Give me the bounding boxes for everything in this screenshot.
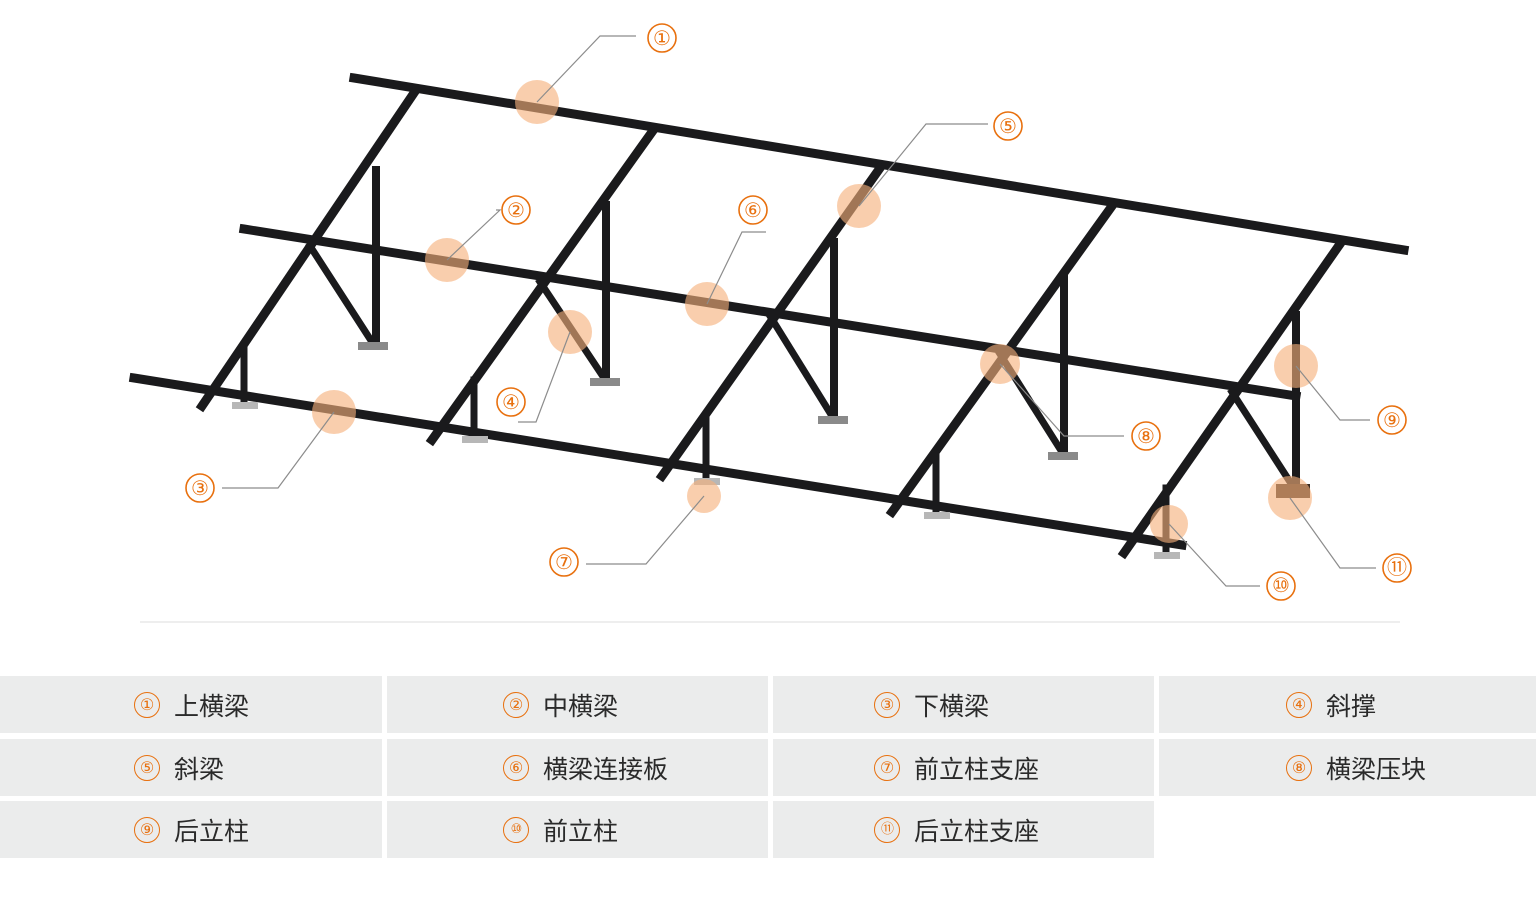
- legend-number: ④: [1286, 691, 1312, 718]
- callout-labels: ① ② ③ ④ ⑤ ⑥ ⑦ ⑧ ⑨ ⑩ ⑪: [191, 26, 1407, 597]
- callout-2: ②: [507, 198, 525, 222]
- legend-label: 后立柱支座: [914, 816, 1040, 846]
- legend-number: ⑤: [134, 754, 160, 781]
- parts-legend: ① 上横梁 ② 中横梁 ③ 下横梁 ④ 斜撑 ⑤ 斜梁 ⑥ 横梁连接板 ⑦ 前立…: [0, 676, 1536, 859]
- legend-item-diagonal-brace: ④ 斜撑: [1159, 676, 1536, 733]
- callout-11: ⑪: [1387, 555, 1407, 579]
- legend-label: 斜撑: [1326, 691, 1377, 721]
- legend-item-front-column: ⑩ 前立柱: [387, 801, 768, 858]
- legend-number: ⑨: [134, 816, 160, 843]
- legend-item-middle-beam: ② 中横梁: [387, 676, 768, 733]
- legend-number: ②: [503, 691, 529, 718]
- callout-6: ⑥: [744, 198, 762, 222]
- callout-1: ①: [653, 26, 671, 50]
- legend-item-beam-connector: ⑥ 横梁连接板: [387, 739, 768, 796]
- legend-item-beam-clamp: ⑧ 横梁压块: [1159, 739, 1536, 796]
- callout-8: ⑧: [1137, 424, 1155, 448]
- callout-3: ③: [191, 476, 209, 500]
- legend-item-rear-column: ⑨ 后立柱: [0, 801, 382, 858]
- callouts: [185, 23, 1412, 601]
- callout-4: ④: [502, 390, 520, 414]
- legend-number: ⑩: [503, 816, 529, 843]
- legend-number: ⑧: [1286, 754, 1312, 781]
- legend-number: ⑦: [874, 754, 900, 781]
- legend-label: 上横梁: [174, 691, 250, 721]
- legend-label: 横梁压块: [1326, 754, 1427, 784]
- rear-columns: [372, 166, 1300, 489]
- legend-label: 后立柱: [174, 816, 250, 846]
- legend-label: 斜梁: [174, 754, 225, 784]
- legend-number: ③: [874, 691, 900, 718]
- legend-item-upper-beam: ① 上横梁: [0, 676, 382, 733]
- legend-item-rear-column-base: ⑪ 后立柱支座: [773, 801, 1154, 858]
- legend-label: 下横梁: [914, 691, 990, 721]
- legend-number: ⑪: [874, 816, 900, 843]
- callout-7: ⑦: [555, 550, 573, 574]
- callout-5: ⑤: [999, 114, 1017, 138]
- legend-label: 前立柱支座: [914, 754, 1040, 784]
- legend-item-front-column-base: ⑦ 前立柱支座: [773, 739, 1154, 796]
- callout-9: ⑨: [1383, 408, 1401, 432]
- lower-beam: [128, 372, 1188, 551]
- leader-lines: [222, 35, 1376, 587]
- legend-label: 横梁连接板: [543, 754, 669, 784]
- steel-frame: [128, 72, 1410, 560]
- legend-number: ①: [134, 691, 160, 718]
- legend-item-lower-beam: ③ 下横梁: [773, 676, 1154, 733]
- mounting-structure-diagram: ① ② ③ ④ ⑤ ⑥ ⑦ ⑧ ⑨ ⑩ ⑪: [128, 23, 1412, 623]
- legend-number: ⑥: [503, 754, 529, 781]
- legend-label: 中横梁: [543, 691, 619, 721]
- callout-10: ⑩: [1272, 573, 1290, 597]
- legend-label: 前立柱: [543, 816, 619, 846]
- legend-item-slant-beam: ⑤ 斜梁: [0, 739, 382, 796]
